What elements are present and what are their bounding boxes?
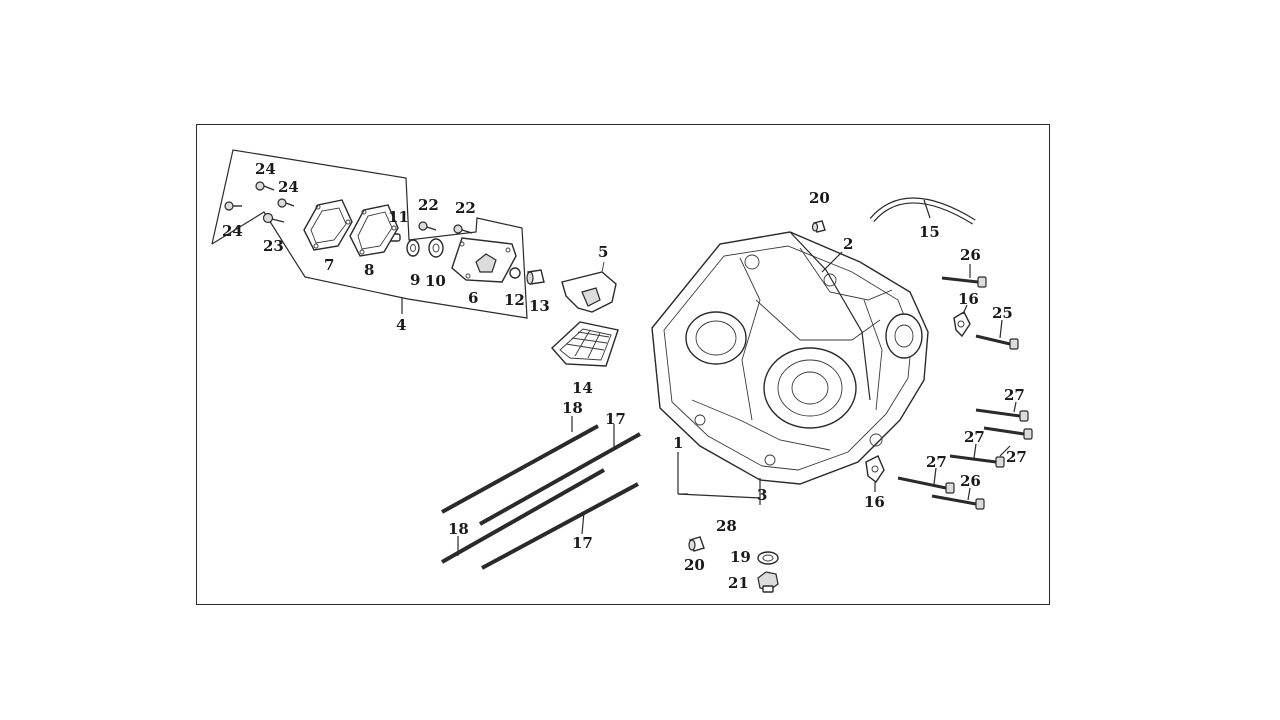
stud-17-bottom (481, 482, 639, 570)
label-5: 5 (598, 243, 608, 261)
bolt-22-right (453, 224, 473, 234)
label-8: 8 (364, 261, 374, 279)
bracket-5 (561, 261, 617, 313)
bolt-27-4 (897, 467, 955, 494)
label-14: 14 (572, 379, 593, 397)
label-25: 25 (992, 304, 1013, 322)
label-27-a: 27 (1004, 386, 1025, 404)
stud-18-bottom (441, 468, 605, 564)
label-23: 23 (263, 237, 284, 255)
long-bolts-right (865, 264, 1033, 510)
label-6: 6 (468, 289, 478, 307)
label-24-right: 24 (278, 178, 299, 196)
label-4: 4 (396, 316, 406, 334)
gasket-7 (303, 199, 353, 251)
oil-pump-body-6 (451, 237, 517, 283)
dowel-pin-20-top (811, 220, 826, 233)
washer-9 (406, 239, 420, 257)
label-20-bottom: 20 (684, 556, 705, 574)
label-17-bottom: 17 (572, 534, 593, 552)
label-22-right: 22 (455, 199, 476, 217)
oil-pump-group-outline (211, 149, 528, 319)
bolt-24-right (277, 198, 295, 208)
ring-12 (509, 267, 521, 279)
label-24-left: 24 (222, 222, 243, 240)
label-3: 3 (757, 486, 767, 504)
small-bolts (224, 181, 473, 242)
diagram-frame (196, 124, 1050, 605)
label-7: 7 (324, 256, 334, 274)
sleeve-13 (526, 269, 545, 285)
label-15: 15 (919, 223, 940, 241)
label-11: 11 (388, 208, 409, 226)
bolt-24-left (224, 201, 242, 211)
label-18-bottom: 18 (448, 520, 469, 538)
label-2: 2 (843, 235, 853, 253)
callout-labels: 24 24 24 23 7 8 11 22 22 9 10 6 12 13 4 … (222, 160, 1027, 592)
label-22-left: 22 (418, 196, 439, 214)
label-28: 28 (716, 517, 737, 535)
bolt-26-top (941, 264, 987, 288)
label-16-bottom: 16 (864, 493, 885, 511)
bolt-24-mid (255, 181, 275, 191)
washer-10 (428, 238, 444, 258)
bolt-26-bottom (931, 487, 985, 510)
label-17-top: 17 (605, 410, 626, 428)
studs (441, 416, 641, 570)
bolt-22-left (418, 221, 437, 231)
label-9: 9 (410, 271, 420, 289)
label-21: 21 (728, 574, 749, 592)
stud-17-top (479, 424, 641, 526)
gasket-8 (349, 204, 399, 257)
bolt-27-1 (975, 401, 1029, 422)
label-24-mid: 24 (255, 160, 276, 178)
label-13: 13 (529, 297, 550, 315)
label-27-d: 27 (926, 453, 947, 471)
bolt-25 (975, 319, 1019, 350)
label-20-top: 20 (809, 189, 830, 207)
hose-15 (869, 197, 976, 225)
label-10: 10 (425, 272, 446, 290)
label-26-bottom: 26 (960, 472, 981, 490)
label-18-top: 18 (562, 399, 583, 417)
oil-strainer-14 (551, 321, 619, 367)
clamp-16-bottom (865, 455, 885, 492)
label-27-b: 27 (964, 428, 985, 446)
label-12: 12 (504, 291, 525, 309)
label-26-top: 26 (960, 246, 981, 264)
drain-plug-21 (757, 571, 779, 593)
label-16-top: 16 (958, 290, 979, 308)
crankcase-assembly (651, 231, 929, 505)
washer-19 (757, 551, 779, 565)
stud-18-top (441, 416, 599, 514)
bolt-27-2 (983, 426, 1033, 440)
label-1: 1 (673, 434, 683, 452)
clamp-16-top (953, 304, 971, 338)
label-19: 19 (730, 548, 751, 566)
label-27-c: 27 (1006, 448, 1027, 466)
bolt-23 (262, 212, 285, 224)
bolt-27-3 (949, 443, 1011, 468)
dowel-pin-20-bottom (688, 536, 705, 552)
